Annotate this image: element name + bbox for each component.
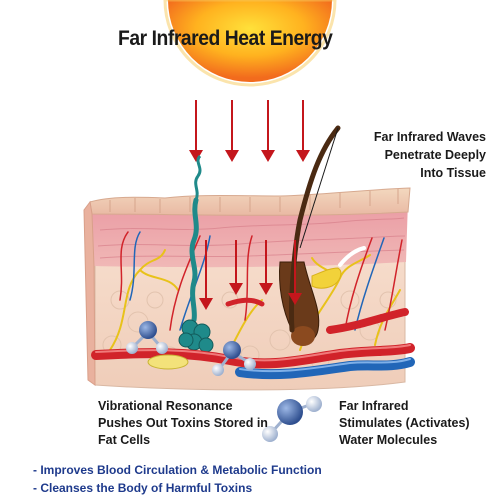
sun (168, 0, 332, 82)
infrared-arrow (189, 100, 203, 162)
infrared-arrow (296, 100, 310, 162)
infrared-arrow (261, 100, 275, 162)
annotation-vibrational-resonance: Vibrational Resonance Pushes Out Toxins … (98, 398, 288, 449)
dermis-texture (97, 217, 406, 259)
sweat-gland (178, 154, 214, 353)
white-fiber (338, 246, 366, 267)
infrared-arrow (225, 100, 239, 162)
water-molecule-1 (126, 321, 168, 354)
dermis-layer (92, 200, 408, 268)
vein-highlight (239, 358, 411, 373)
diagram-title: Far Infrared Heat Energy (118, 27, 333, 50)
penetrating-arrow (199, 240, 213, 310)
annotation-line: Pushes Out Toxins Stored in (98, 416, 268, 430)
annotation-line: Into Tissue (420, 166, 486, 180)
annotation-line: Water Molecules (339, 433, 438, 447)
annotation-line: Far Infrared Waves (373, 130, 486, 144)
epidermis-ridges (109, 189, 399, 213)
benefit-item: - Cleanses the Body of Harmful Toxins (33, 481, 253, 495)
penetrating-arrow (229, 240, 243, 295)
infrared-arrows (189, 100, 310, 162)
vessel-red-small (225, 297, 265, 307)
water-molecule-2 (212, 341, 256, 376)
annotation-infrared-waves: Far Infrared Waves Penetrate Deeply Into… (336, 128, 486, 182)
annotation-line: Fat Cells (98, 433, 151, 447)
annotation-line: Vibrational Resonance (98, 399, 233, 413)
water-molecule-3 (262, 396, 322, 442)
penetrating-arrow (259, 240, 273, 295)
fat-cell-highlight (147, 354, 189, 370)
penetrating-arrow (288, 240, 302, 305)
skin-cross-section (83, 125, 415, 391)
artery-right (326, 308, 409, 334)
annotation-water-molecules: Far Infrared Stimulates (Activates) Wate… (339, 398, 499, 449)
vein (235, 357, 415, 380)
annotation-line: Far Infrared (339, 399, 409, 413)
sun-glow (163, 0, 337, 87)
benefit-item: - Improves Blood Circulation & Metabolic… (33, 463, 322, 477)
annotation-leader-line (299, 127, 339, 249)
side-face (83, 200, 96, 386)
penetrating-arrows (199, 240, 302, 310)
annotation-line: Penetrate Deeply (384, 148, 486, 162)
benefits-list: - Improves Blood Circulation & Metabolic… (33, 461, 322, 497)
annotation-line: Stimulates (Activates) (339, 416, 470, 430)
